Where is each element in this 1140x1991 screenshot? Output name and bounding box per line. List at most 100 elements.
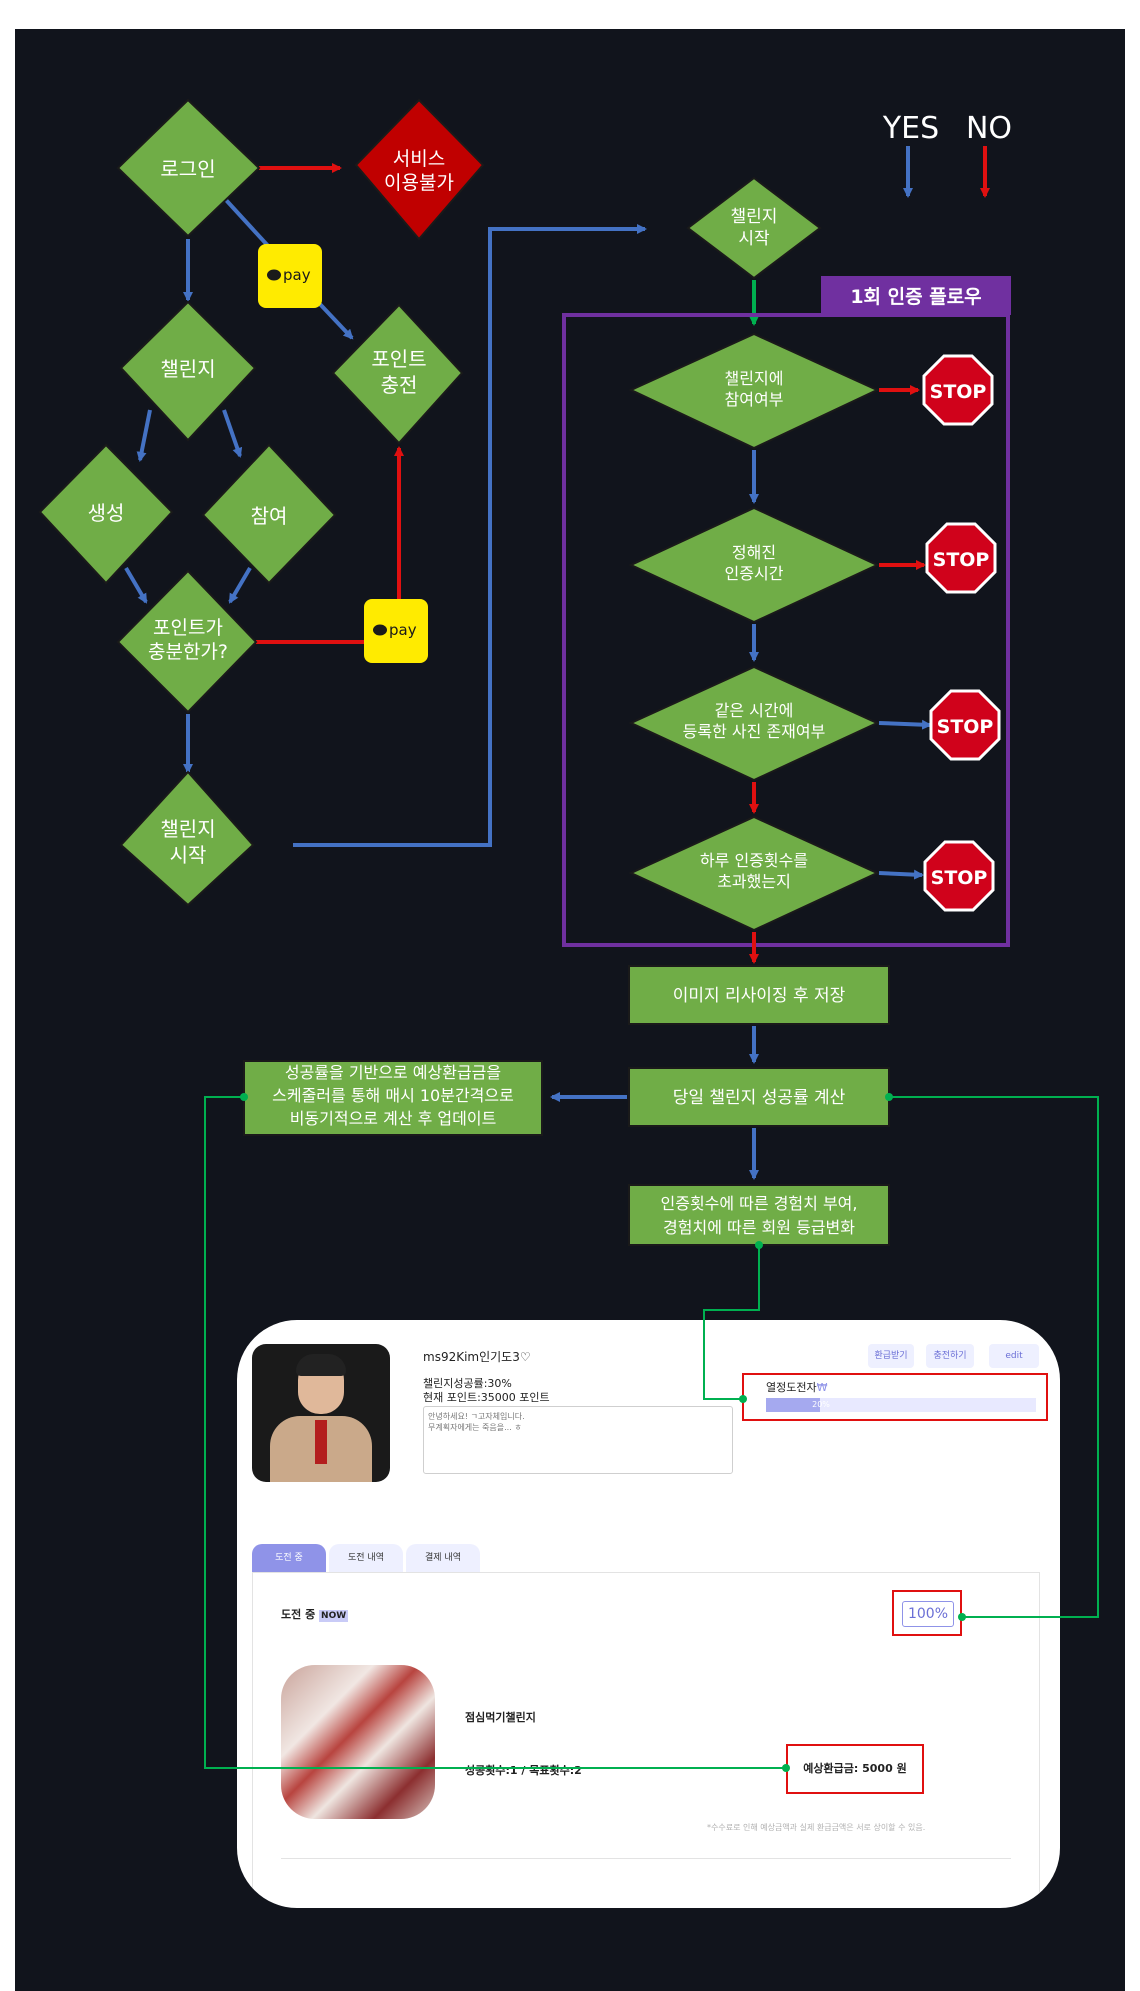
check1-label-2: 참여여부 bbox=[725, 390, 784, 409]
calc-success-box: 당일 챌린지 성공률 계산 bbox=[628, 1067, 890, 1127]
intro-line-2: 무계획자에게는 죽음을... ㅎ bbox=[428, 1423, 522, 1432]
level-label: 열정도전자 bbox=[766, 1381, 817, 1394]
create-label: 생성 bbox=[88, 501, 125, 525]
stop-label: STOP bbox=[937, 716, 994, 738]
section-title-text: 도전 중 bbox=[281, 1608, 316, 1621]
auth-flow-container bbox=[562, 313, 1010, 947]
auth-flow-title-box bbox=[821, 276, 1011, 315]
pay-label-bottom: pay bbox=[389, 621, 417, 639]
progress-percent: 100% bbox=[902, 1601, 954, 1627]
expected-refund: 예상환급금: 5000 원 bbox=[786, 1744, 924, 1794]
stop-sign-icon: STOP bbox=[923, 840, 995, 912]
refund-schedule-label-1: 성공률을 기반으로 예상환급금을 bbox=[285, 1063, 501, 1082]
enough-label-1: 포인트가 bbox=[153, 617, 223, 639]
check3-label-2: 등록한 사진 존재여부 bbox=[683, 722, 826, 741]
tab-in-progress[interactable]: 도전 중 bbox=[252, 1544, 326, 1572]
arrow-create-enough bbox=[124, 566, 148, 604]
join-node: 참여 bbox=[201, 443, 337, 585]
kakao-bubble-icon bbox=[373, 624, 387, 636]
intro-line-1: 안녕하세요! ㄱ고자체입니다. bbox=[428, 1412, 525, 1421]
exp-grade-label-1: 인증횟수에 따른 경험치 부여, bbox=[661, 1194, 858, 1213]
login-label: 로그인 bbox=[160, 157, 215, 181]
tab-history[interactable]: 도전 내역 bbox=[329, 1544, 403, 1572]
resize-save-box: 이미지 리사이징 후 저장 bbox=[628, 965, 890, 1025]
check-participation-node: 챌린지에 참여여부 bbox=[628, 332, 880, 450]
stop-label: STOP bbox=[931, 867, 988, 889]
check4-label-2: 초과했는지 bbox=[717, 872, 791, 891]
arrow-challenge-join bbox=[222, 409, 243, 458]
enough-label-2: 충분한가? bbox=[148, 641, 228, 663]
left-challenge-start-node: 챌린지 시작 bbox=[119, 770, 255, 907]
create-node: 생성 bbox=[38, 443, 174, 585]
profile-card: ms92Kim인기도3♡ 챌린지성공률:30% 현재 포인트:35000 포인트… bbox=[237, 1320, 1060, 1908]
kakao-bubble-icon bbox=[267, 269, 281, 281]
refund-schedule-label-3: 비동기적으로 계산 후 업데이트 bbox=[290, 1109, 497, 1128]
stop-sign-icon: STOP bbox=[922, 354, 994, 426]
enough-points-node: 포인트가 충분한가? bbox=[116, 569, 258, 714]
profile-intro: 안녕하세요! ㄱ고자체입니다. 무계획자에게는 죽음을... ㅎ bbox=[423, 1406, 733, 1474]
kakaopay-badge-top: pay bbox=[258, 244, 322, 308]
check2-label-2: 인증시간 bbox=[725, 564, 784, 583]
exp-grade-label-2: 경험치에 따른 회원 등급변화 bbox=[663, 1218, 855, 1237]
unavailable-label-2: 이용불가 bbox=[384, 172, 454, 194]
arrow-check3-stop bbox=[878, 719, 932, 730]
right-start-label-2: 시작 bbox=[738, 229, 770, 249]
profile-username: ms92Kim인기도3♡ bbox=[423, 1350, 531, 1364]
challenge-label: 챌린지 bbox=[160, 357, 215, 381]
challenge-node: 챌린지 bbox=[119, 300, 257, 442]
level-bar: 20% bbox=[766, 1398, 1036, 1412]
refund-button[interactable]: 환급받기 bbox=[868, 1344, 914, 1368]
check-daily-limit-node: 하루 인증횟수를 초과했는지 bbox=[628, 815, 880, 932]
stop-sign-icon: STOP bbox=[929, 689, 1001, 761]
point-charge-label-1: 포인트 bbox=[371, 347, 426, 371]
check4-label-1: 하루 인증횟수를 bbox=[700, 851, 808, 870]
arrow-left-start-to-right-start bbox=[293, 224, 647, 847]
challenge-image bbox=[281, 1665, 435, 1819]
won-icon: ₩ bbox=[816, 1381, 828, 1394]
arrow-pay-charge bbox=[316, 300, 354, 340]
progress-highlight: 100% bbox=[892, 1590, 962, 1636]
refund-schedule-label-2: 스케줄러를 통해 매시 10분간격으로 bbox=[272, 1086, 514, 1105]
point-charge-node: 포인트 충전 bbox=[331, 303, 464, 445]
tab-payments[interactable]: 결제 내역 bbox=[406, 1544, 480, 1572]
auth-flow-title: 1회 인증 플로우 bbox=[850, 286, 981, 308]
left-start-label-2: 시작 bbox=[170, 843, 207, 867]
stop-label: STOP bbox=[930, 381, 987, 403]
now-badge: NOW bbox=[319, 1610, 349, 1622]
section-title: 도전 중 NOW bbox=[281, 1606, 349, 1622]
calc-success-label: 당일 챌린지 성공률 계산 bbox=[673, 1088, 846, 1108]
avatar bbox=[252, 1344, 390, 1482]
kakaopay-badge-bottom: pay bbox=[364, 599, 428, 663]
unavailable-label-1: 서비스 bbox=[393, 148, 445, 170]
arrow-challenge-create bbox=[136, 409, 152, 462]
left-start-label-1: 챌린지 bbox=[160, 817, 215, 841]
join-label: 참여 bbox=[251, 504, 288, 528]
check3-label-1: 같은 시간에 bbox=[715, 701, 794, 720]
stop-sign-icon: STOP bbox=[925, 522, 997, 594]
exp-grade-box: 인증횟수에 따른 경험치 부여, 경험치에 따른 회원 등급변화 bbox=[628, 1184, 890, 1246]
legend-no: NO bbox=[966, 111, 1012, 146]
check2-label-1: 정해진 bbox=[732, 543, 776, 562]
right-challenge-start-node: 챌린지 시작 bbox=[686, 176, 822, 280]
check1-label-1: 챌린지에 bbox=[725, 369, 784, 388]
divider bbox=[281, 1858, 1011, 1859]
arrow-join-enough bbox=[228, 566, 252, 604]
right-start-label-1: 챌린지 bbox=[731, 207, 778, 227]
arrow-check4-stop bbox=[878, 869, 924, 880]
level-percent: 20% bbox=[812, 1400, 830, 1409]
arrow-login-pay bbox=[224, 198, 272, 250]
pay-label-top: pay bbox=[283, 266, 311, 284]
challenge-counts: 성공횟수:1 / 목표횟수:2 bbox=[465, 1764, 582, 1777]
legend-yes: YES bbox=[882, 111, 939, 146]
check-photo-node: 같은 시간에 등록한 사진 존재여부 bbox=[628, 665, 880, 782]
unavailable-node: 서비스 이용불가 bbox=[354, 98, 485, 241]
challenge-name: 점심먹기챌린지 bbox=[465, 1711, 536, 1724]
login-node: 로그인 bbox=[116, 98, 261, 238]
check-time-node: 정해진 인증시간 bbox=[628, 506, 880, 624]
level-highlight: 열정도전자₩ 20% bbox=[742, 1373, 1048, 1421]
refund-notice: *수수료로 인해 예상금액과 실제 환급금액은 서로 상이할 수 있음. bbox=[707, 1823, 926, 1832]
resize-save-label: 이미지 리사이징 후 저장 bbox=[673, 986, 846, 1006]
charge-button[interactable]: 충전하기 bbox=[926, 1344, 974, 1368]
edit-button[interactable]: edit bbox=[989, 1344, 1039, 1368]
refund-schedule-box: 성공률을 기반으로 예상환급금을 스케줄러를 통해 매시 10분간격으로 비동기… bbox=[243, 1060, 543, 1136]
